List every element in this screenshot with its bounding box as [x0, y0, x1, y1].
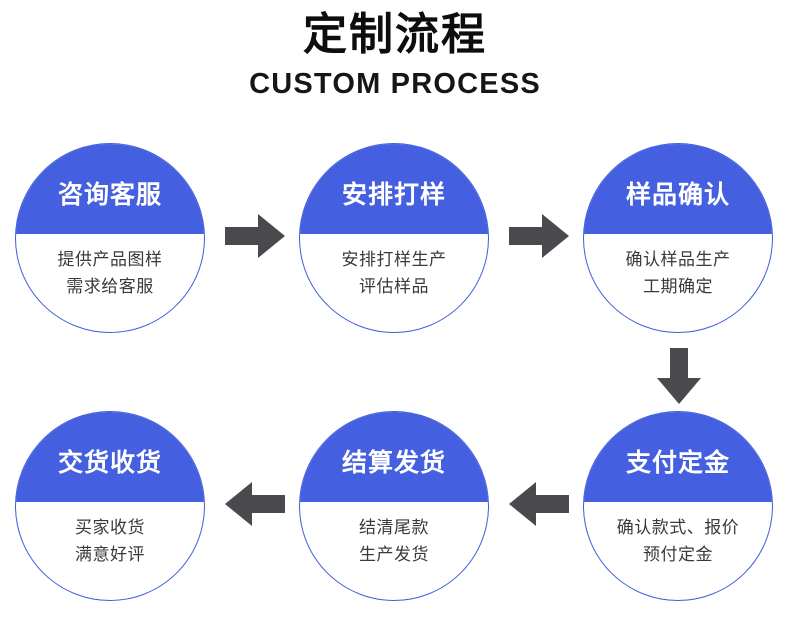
- arrow-down-icon: [657, 348, 701, 404]
- step-1-line-1: 提供产品图样: [57, 250, 163, 269]
- step-1-header: 咨询客服: [16, 144, 204, 234]
- step-6-body: 买家收货 满意好评: [16, 502, 204, 600]
- process-step-2[interactable]: 安排打样 安排打样生产 评估样品: [299, 143, 489, 333]
- step-4-line-2: 预付定金: [643, 545, 713, 564]
- process-step-5[interactable]: 结算发货 结清尾款 生产发货: [299, 411, 489, 601]
- process-step-6[interactable]: 交货收货 买家收货 满意好评: [15, 411, 205, 601]
- step-1-title: 咨询客服: [57, 180, 162, 209]
- step-4-body: 确认款式、报价 预付定金: [584, 502, 772, 600]
- process-step-1[interactable]: 咨询客服 提供产品图样 需求给客服: [15, 143, 205, 333]
- arrow-left-icon: [509, 482, 569, 526]
- step-1-body: 提供产品图样 需求给客服: [16, 234, 204, 332]
- step-5-header: 结算发货: [300, 412, 488, 502]
- step-3-body: 确认样品生产 工期确定: [584, 234, 772, 332]
- step-4-title: 支付定金: [625, 448, 730, 477]
- step-5-line-2: 生产发货: [359, 545, 429, 564]
- step-3-header: 样品确认: [584, 144, 772, 234]
- process-step-4[interactable]: 支付定金 确认款式、报价 预付定金: [583, 411, 773, 601]
- step-6-line-2: 满意好评: [75, 545, 145, 564]
- step-2-line-1: 安排打样生产: [341, 250, 447, 269]
- step-3-title: 样品确认: [625, 180, 730, 209]
- step-3-line-1: 确认样品生产: [625, 250, 731, 269]
- step-5-title: 结算发货: [341, 448, 446, 477]
- step-2-body: 安排打样生产 评估样品: [300, 234, 488, 332]
- step-1-line-2: 需求给客服: [66, 277, 154, 296]
- step-2-header: 安排打样: [300, 144, 488, 234]
- step-5-body: 结清尾款 生产发货: [300, 502, 488, 600]
- step-5-line-1: 结清尾款: [359, 518, 429, 537]
- page-title-en: CUSTOM PROCESS: [249, 68, 541, 100]
- arrow-right-icon: [225, 214, 285, 258]
- step-6-line-1: 买家收货: [75, 518, 145, 537]
- page-header: 定制流程 CUSTOM PROCESS: [0, 0, 790, 102]
- process-step-3[interactable]: 样品确认 确认样品生产 工期确定: [583, 143, 773, 333]
- step-2-title: 安排打样: [341, 180, 446, 209]
- arrow-right-icon: [509, 214, 569, 258]
- step-3-line-2: 工期确定: [643, 277, 713, 296]
- arrow-left-icon: [225, 482, 285, 526]
- step-6-header: 交货收货: [16, 412, 204, 502]
- step-4-line-1: 确认款式、报价: [616, 518, 740, 537]
- step-4-header: 支付定金: [584, 412, 772, 502]
- page-title-cn: 定制流程: [303, 10, 487, 59]
- step-6-title: 交货收货: [57, 448, 162, 477]
- step-2-line-2: 评估样品: [359, 277, 429, 296]
